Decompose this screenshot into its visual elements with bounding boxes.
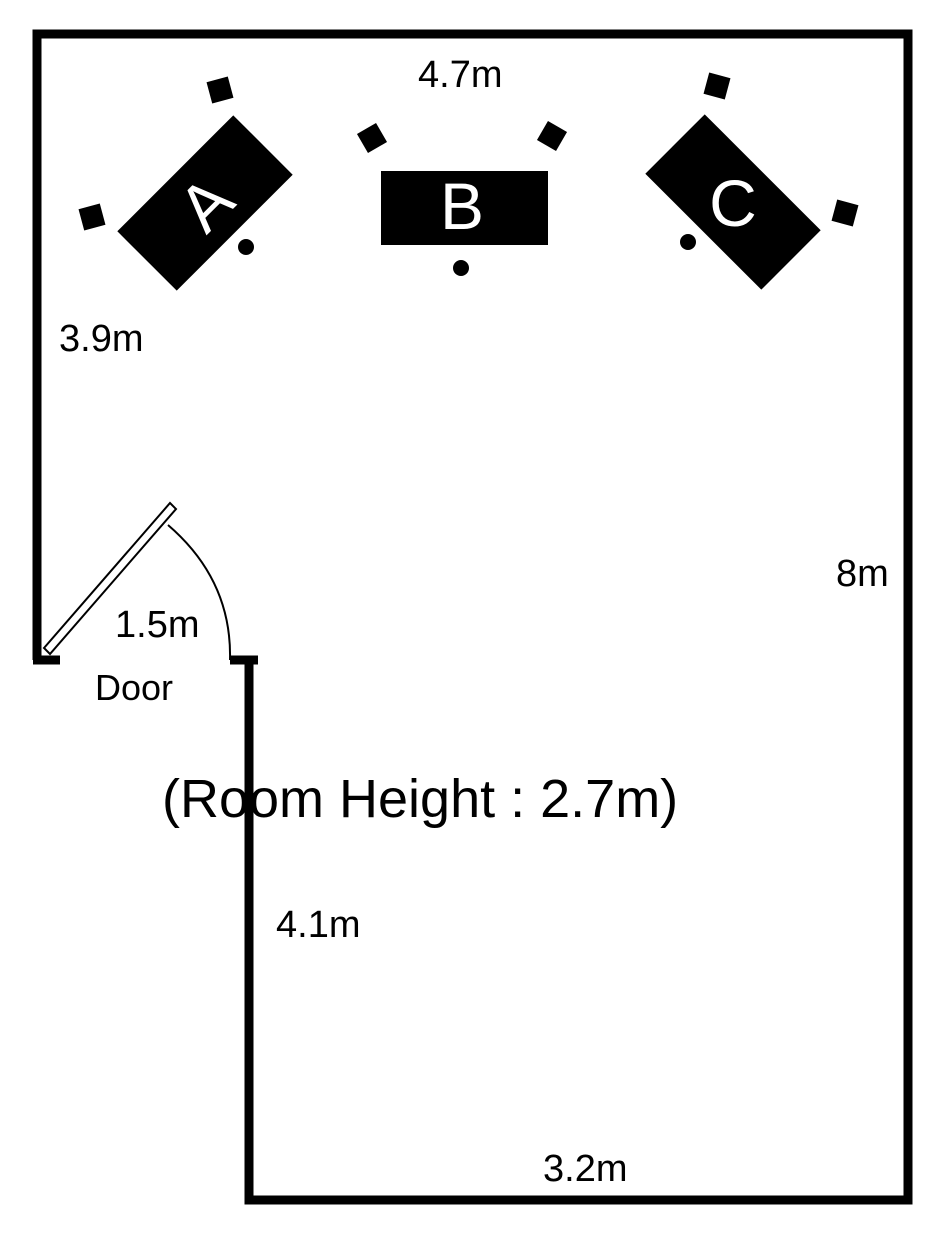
right-wall-dimension: 8m: [836, 553, 889, 595]
desk-b-label: B: [440, 169, 484, 243]
speaker-a-top-icon: [206, 76, 234, 104]
door-swing-arc-icon: [167, 524, 232, 661]
inner-wall-dimension: 4.1m: [276, 904, 360, 946]
speakers: [78, 72, 859, 231]
speaker-b-right-icon: [536, 120, 568, 152]
bottom-wall-dimension: 3.2m: [543, 1148, 627, 1190]
desk-a-surface: [117, 115, 293, 291]
listener-dots: [238, 234, 696, 276]
desk-c-surface: [645, 114, 821, 290]
desk-c-label: C: [709, 166, 757, 240]
speaker-a-left-icon: [78, 203, 106, 231]
dimension-labels: 4.7m 3.9m 8m 1.5m 4.1m 3.2m: [59, 54, 889, 1190]
top-wall-dimension: 4.7m: [418, 54, 502, 96]
desk-c: C: [645, 114, 821, 290]
speaker-c-top-icon: [703, 72, 731, 100]
speaker-b-left-icon: [356, 122, 388, 154]
listener-a-dot-icon: [238, 239, 254, 255]
door-label: Door: [95, 667, 173, 708]
door-width-dimension: 1.5m: [115, 604, 199, 646]
room-height-note: (Room Height : 2.7m): [162, 769, 678, 829]
left-wall-dimension: 3.9m: [59, 318, 143, 360]
walls: [32, 29, 913, 1205]
desk-a: A: [117, 115, 293, 291]
listener-b-dot-icon: [453, 260, 469, 276]
desk-b: B: [381, 169, 548, 245]
desk-b-surface: [381, 171, 548, 245]
listener-c-dot-icon: [680, 234, 696, 250]
wall-outline: [32, 29, 913, 1205]
door-leaf: [42, 501, 178, 656]
speaker-c-right-icon: [831, 199, 859, 227]
door: [42, 501, 232, 661]
